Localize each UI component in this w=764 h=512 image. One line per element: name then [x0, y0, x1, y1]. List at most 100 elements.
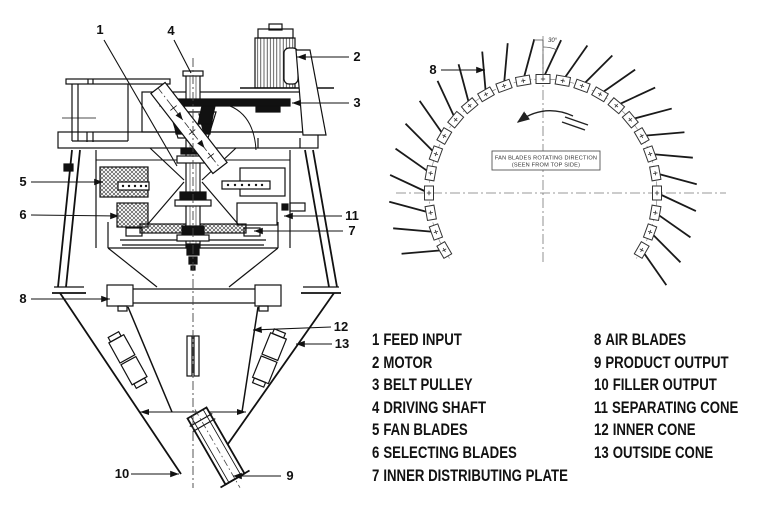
- legend-item-number: 8: [594, 331, 602, 349]
- callout-2: 2: [297, 49, 361, 64]
- callout-number: 7: [348, 223, 355, 238]
- cone-access-door-right: [251, 328, 288, 388]
- legend-item-number: 5: [372, 421, 380, 440]
- legend-item-number: 7: [372, 466, 380, 485]
- top-view-callout: 8: [429, 62, 485, 77]
- top-view: 30° FAN BLADES ROTATING DIRECTION (SEEN …: [389, 36, 726, 286]
- callout-6: 6: [19, 207, 120, 222]
- callout-13: 13: [296, 336, 349, 351]
- callout-number: 9: [286, 468, 293, 483]
- callout-10: 10: [115, 466, 179, 481]
- legend-item-label: BELT PULLEY: [383, 376, 473, 395]
- callout-4: 4: [167, 23, 192, 74]
- fan-blade: [633, 241, 668, 286]
- selecting-blades-section: [116, 202, 149, 228]
- fan-blade-dots-left: [117, 181, 150, 191]
- legend-item-label: OUTSIDE CONE: [612, 443, 714, 462]
- legend-item-number: 2: [372, 353, 380, 372]
- note-box: FAN BLADES ROTATING DIRECTION (SEEN FROM…: [491, 150, 601, 171]
- legend-item-label: FAN BLADES: [383, 421, 468, 440]
- support-legs: [52, 149, 341, 294]
- fan-blade: [389, 174, 434, 201]
- motor-bracket: [295, 49, 327, 136]
- legend-item-number: 3: [372, 376, 380, 395]
- legend-item-number: 4: [372, 398, 380, 417]
- svg-text:(SEEN FROM TOP SIDE): (SEEN FROM TOP SIDE): [512, 163, 580, 169]
- callout-5: 5: [19, 174, 103, 189]
- fan-blade: [652, 185, 697, 212]
- legend-item-label: AIR BLADES: [605, 331, 687, 349]
- legend-item-label: INNER CONE: [612, 421, 696, 440]
- blade-angle-dimension: 30°: [534, 38, 558, 78]
- fan-blade: [389, 200, 437, 222]
- legend-item-label: DRIVING SHAFT: [383, 398, 487, 417]
- callout-number: 1: [96, 22, 103, 37]
- callout-number: 10: [115, 466, 129, 481]
- callout-number: 4: [167, 23, 175, 38]
- feed-chute: [150, 81, 228, 175]
- section-callouts: 1 4 2 3 5 6 117 8 12 13 10 9: [19, 22, 360, 483]
- air-blade-ring: [106, 284, 282, 312]
- legend-item-number: 9: [594, 353, 602, 372]
- callout-number: 8: [429, 62, 436, 77]
- fan-blade: [591, 68, 636, 103]
- outside-cone: [59, 292, 335, 475]
- legend-item-label: INNER DISTRIBUTING PLATE: [383, 466, 568, 485]
- legend-item-number: 6: [372, 443, 380, 462]
- legend-item-number: 10: [594, 376, 609, 395]
- legend-item-label: PRODUCT OUTPUT: [605, 353, 729, 372]
- rotation-arrow: [516, 110, 589, 131]
- callout-9: 9: [233, 468, 294, 483]
- fan-blade: [495, 43, 513, 94]
- fan-blade: [642, 223, 682, 263]
- fan-blades-ring: [389, 39, 697, 286]
- fan-blade: [607, 86, 656, 115]
- callout-number: 12: [334, 319, 348, 334]
- legend-item-number: 1: [372, 331, 380, 349]
- callout-number: 5: [19, 174, 26, 189]
- fan-blade: [573, 54, 613, 94]
- callout-number: 2: [353, 49, 360, 64]
- legend-item-label: FILLER OUTPUT: [612, 376, 717, 395]
- svg-text:30°: 30°: [548, 38, 558, 44]
- cone-access-door-left: [107, 330, 148, 390]
- legend-item-number: 12: [594, 421, 609, 440]
- fan-blade: [395, 147, 437, 182]
- fan-blade: [649, 164, 697, 186]
- sight-glass: [186, 335, 200, 377]
- product-output-pipe: [186, 406, 250, 489]
- fan-blade: [418, 100, 453, 145]
- fan-blade: [436, 80, 465, 129]
- callout-number: 3: [353, 95, 360, 110]
- legend-item-number: 11: [594, 398, 608, 417]
- callout-12: 12: [252, 319, 348, 334]
- legend-item-label: MOTOR: [383, 353, 433, 372]
- callout-8: 8: [19, 291, 110, 306]
- callout-number: 11: [345, 208, 359, 223]
- fan-blade: [633, 127, 685, 145]
- legend-item-label: SELECTING BLADES: [383, 443, 517, 462]
- legend-item-label: FEED INPUT: [383, 331, 462, 349]
- inner-cone: [127, 306, 259, 413]
- callout-number: 8: [19, 291, 26, 306]
- callout-7: 7: [254, 223, 356, 238]
- motor: [240, 23, 334, 136]
- fan-blade: [457, 64, 479, 115]
- legend-item-number: 13: [594, 443, 609, 462]
- section-view: 1 4 2 3 5 6 117 8 12 13 10 9: [19, 22, 361, 489]
- fan-blade: [393, 223, 444, 241]
